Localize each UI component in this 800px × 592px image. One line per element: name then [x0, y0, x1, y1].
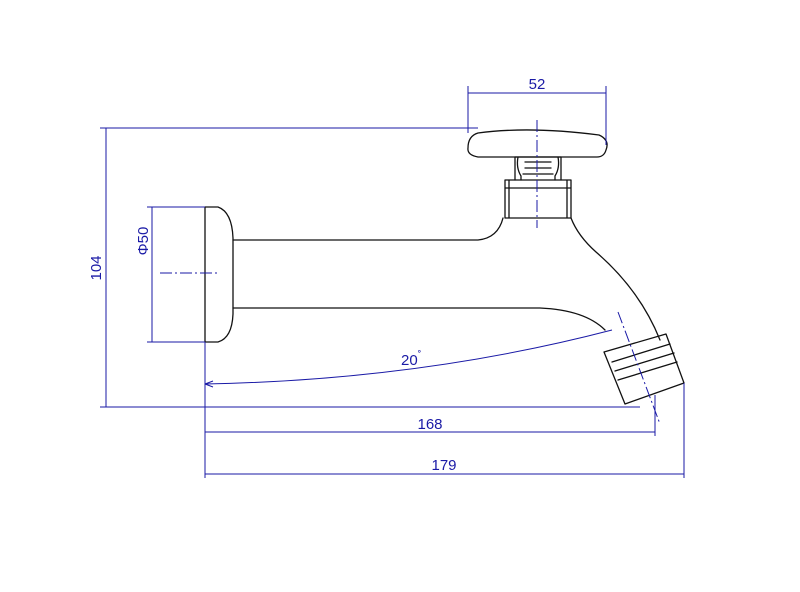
dimension-lines	[100, 86, 685, 478]
dimension-labels: 52 104 Φ50 20˚ 168 179	[88, 76, 545, 474]
flange-diameter-label: Φ50	[135, 227, 152, 256]
spout-angle-label: 20˚	[401, 350, 421, 369]
stem-collar	[504, 179, 572, 219]
spout-angle-unit: ˚	[418, 350, 422, 362]
stem-neck	[514, 156, 562, 181]
spout-angle-arc	[204, 329, 613, 385]
spout-body	[232, 217, 661, 341]
aerator	[603, 333, 685, 405]
handle-width-label: 52	[529, 76, 546, 93]
wall-flange	[204, 206, 234, 343]
centerlines	[160, 120, 661, 425]
total-height-label: 104	[88, 255, 105, 280]
total-length-label: 179	[431, 457, 456, 474]
reach-label: 168	[417, 416, 442, 433]
faucet-body	[204, 129, 685, 405]
handle	[467, 129, 608, 158]
spout-angle-value: 20	[401, 352, 418, 369]
